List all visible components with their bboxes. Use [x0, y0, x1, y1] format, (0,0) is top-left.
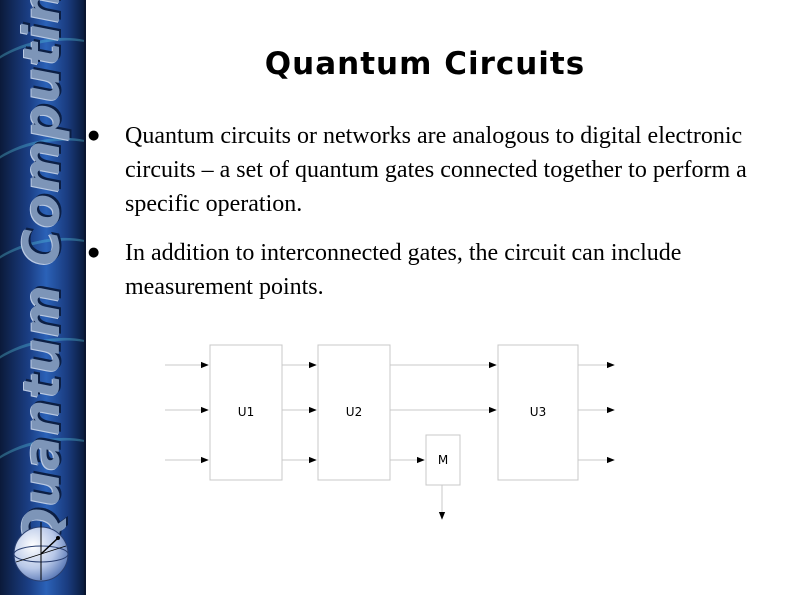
bullet-icon: ●	[88, 128, 100, 143]
gate-u3-label: U3	[530, 405, 546, 419]
circuit-diagram: U1 U2 U3 M	[165, 344, 615, 520]
gate-u2	[317, 344, 391, 481]
gate-u3	[497, 344, 579, 481]
bullet-item: ● In addition to interconnected gates, t…	[88, 236, 748, 304]
sidebar-banner: Quantum Computing	[0, 0, 86, 595]
bullet-text: Quantum circuits or networks are analogo…	[125, 123, 747, 217]
measurement-box	[425, 434, 461, 486]
bullet-text: In addition to interconnected gates, the…	[125, 240, 682, 300]
measurement-label: M	[438, 453, 448, 467]
sidebar-title: Quantum Computing	[13, 0, 71, 551]
gate-u2-label: U2	[346, 405, 362, 419]
bloch-sphere-logo-icon	[13, 522, 69, 582]
gate-u1-label: U1	[238, 405, 254, 419]
bullet-item: ● Quantum circuits or networks are analo…	[88, 119, 748, 221]
bullet-icon: ●	[88, 245, 100, 260]
page-title: Quantum Circuits	[264, 46, 586, 82]
gate-u1	[209, 344, 283, 481]
